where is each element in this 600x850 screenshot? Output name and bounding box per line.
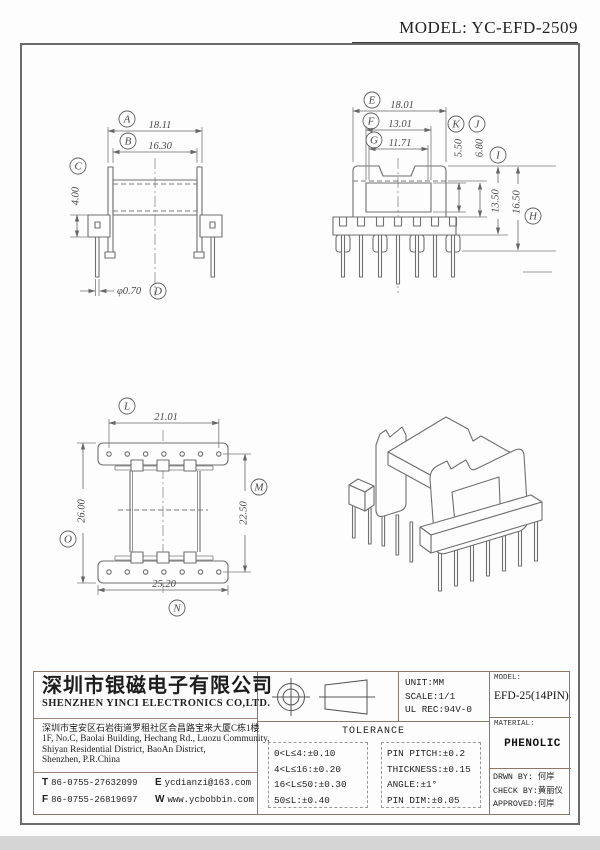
checked-by-row: CHECK BY:黄丽仪 (493, 785, 571, 799)
dim-e-value: 18.01 (390, 100, 414, 111)
front-view: 18.11 A 16.30 B C 4.00 φ0.70 D (69, 110, 223, 300)
tolerance-length-box: 0<L≤4:±0.10 4<L≤16:±0.20 16<L≤50:±0.30 5… (268, 742, 368, 808)
phone-label: T (42, 777, 49, 788)
mark-n: N (172, 603, 181, 615)
mark-c: C (74, 161, 82, 173)
dim-d-value: φ0.70 (117, 286, 142, 297)
mark-o: O (64, 534, 72, 546)
mark-f: F (367, 116, 375, 128)
isometric-view (348, 416, 543, 592)
fax-number: 86-0755-26819697 (51, 795, 138, 805)
dim-f-value: 13.01 (388, 119, 412, 130)
drawn-by-label: DRWN BY: (493, 773, 533, 782)
tolerance-row: 4<L≤16:±0.20 (274, 763, 341, 775)
side-view: 18.01 E 13.01 F 11.71 G K 5.50 J 6.80 (332, 91, 556, 293)
model-label: MODEL: (494, 674, 522, 682)
dim-g-value: 11.71 (389, 138, 412, 149)
unit-value: UNIT:MM (405, 677, 445, 688)
company-address-en-3: Shenzhen, P.R.China (42, 755, 120, 765)
checked-by-name: 黄丽仪 (537, 786, 563, 796)
dim-h-value: 16.50 (511, 189, 522, 213)
mark-i: I (495, 150, 501, 162)
mark-g: G (370, 135, 378, 147)
company-address-cn: 深圳市宝安区石岩街道罗租社区合昌路宝来大厦C栋1楼 (42, 723, 260, 733)
scan-edge-strip (0, 836, 600, 850)
dim-o-value: 26.00 (76, 498, 87, 522)
phone-number: 86-0755-27632099 (51, 778, 138, 788)
tolerance-row: THICKNESS:±0.15 (387, 763, 471, 775)
drawn-by-name: 何岸 (537, 773, 555, 782)
company-name-cn: 深圳市银磁电子有限公司 (42, 675, 273, 697)
mark-j: J (475, 119, 481, 131)
dim-a-value: 18.11 (149, 120, 172, 131)
model-value: EFD-25(14PIN) (494, 690, 569, 702)
drawn-by-row: DRWN BY: 何岸 (493, 771, 571, 785)
third-angle-projection-icon (272, 677, 375, 716)
tolerance-row: PIN PITCH:±0.2 (387, 748, 466, 759)
approved-by-label: APPROVED: (493, 800, 538, 809)
approval-panel: MODEL: EFD-25(14PIN) MATERIAL: PHENOLIC … (489, 672, 571, 814)
mark-k: K (451, 119, 460, 131)
fax-label: F (42, 794, 49, 805)
mark-e: E (368, 95, 376, 107)
tolerance-row: 50≤L:±0.40 (274, 794, 330, 806)
spec-panel: UNIT:MM SCALE:1/1 UL REC:94V-0 TOLERANCE… (258, 672, 489, 814)
dim-l-value: 21.01 (154, 412, 178, 423)
dim-n-value: 25.20 (152, 579, 176, 590)
dim-b-value: 16.30 (148, 141, 172, 152)
mark-a: A (123, 114, 131, 126)
approved-by-row: APPROVED:何岸 (493, 798, 571, 812)
scale-value: SCALE:1/1 (405, 690, 456, 702)
mark-d: D (153, 286, 162, 298)
checked-by-label: CHECK BY: (493, 786, 538, 796)
dim-m-value: 22.50 (238, 500, 249, 524)
dim-c-value: 4.00 (70, 186, 81, 205)
email-address: ycdianzi@163.com (164, 778, 252, 788)
projection-symbol-cell (258, 672, 398, 721)
mark-h: H (528, 211, 538, 223)
company-name-en: SHENZHEN YINCI ELECTRONICS CO,LTD. (42, 698, 271, 709)
dim-k-value: 5.50 (453, 138, 464, 157)
dim-i-value: 13.50 (490, 188, 501, 212)
title-block: 深圳市银磁电子有限公司 SHENZHEN YINCI ELECTRONICS C… (33, 671, 571, 815)
company-panel: 深圳市银磁电子有限公司 SHENZHEN YINCI ELECTRONICS C… (34, 672, 273, 814)
tolerance-feature-box: PIN PITCH:±0.2 THICKNESS:±0.15 ANGLE:±1°… (381, 742, 481, 808)
website-label: W (155, 794, 165, 805)
tolerance-row: PIN DIM:±0.05 (387, 794, 460, 806)
tolerance-row: ANGLE:±1° (387, 779, 438, 790)
mark-l: L (123, 401, 130, 413)
company-address-en-1: 1F, No.C, Baolai Building, Hechang Rd., … (42, 734, 270, 744)
approved-by-name: 何岸 (537, 800, 555, 809)
mark-m: M (253, 482, 264, 494)
dim-j-value: 6.80 (474, 138, 485, 157)
page-frame (20, 43, 580, 825)
ul-rec-value: UL REC:94V-0 (405, 704, 472, 715)
tolerance-row: 0<L≤4:±0.10 (274, 748, 336, 759)
material-label: MATERIAL: (494, 720, 535, 728)
mark-b: B (125, 136, 132, 148)
company-address-en-2: Shiyan Residential District, BaoAn Distr… (42, 744, 206, 755)
email-label: E (155, 777, 162, 788)
top-view: 21.01 L 25.20 N 26.00 O 22.50 M (59, 397, 268, 617)
tolerance-row: 16<L≤50:±0.30 (274, 779, 347, 790)
website-url: www.ycbobbin.com (167, 795, 254, 805)
material-value: PHENOLIC (504, 738, 561, 750)
tolerance-title: TOLERANCE (341, 726, 405, 737)
